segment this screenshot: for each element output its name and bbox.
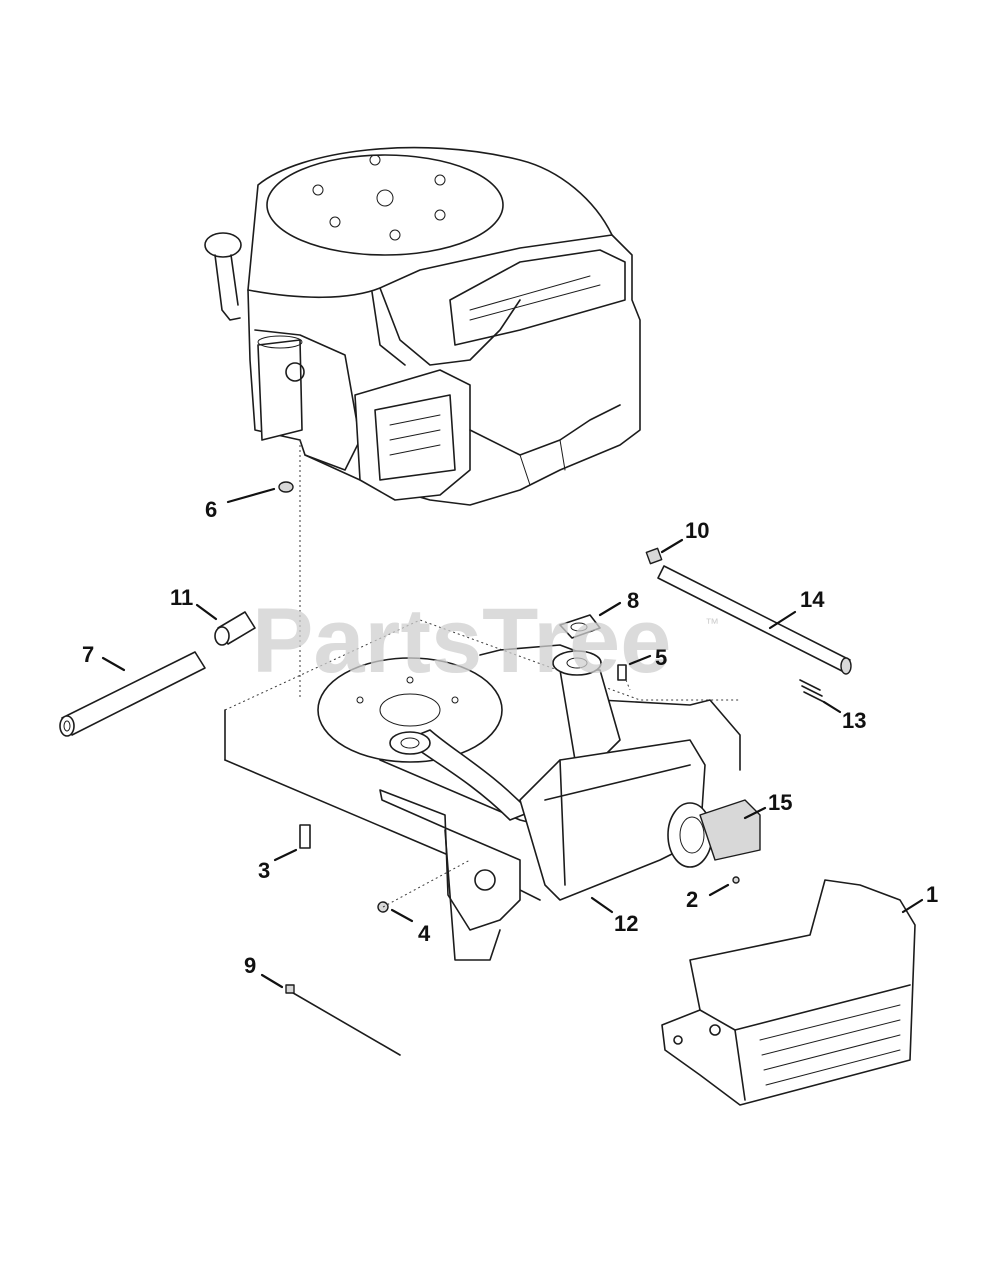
- callout-leaders: [101, 487, 924, 989]
- screw-part-2: [732, 876, 740, 884]
- cable-tie-part: [287, 989, 401, 1056]
- stud-part-13: [799, 679, 825, 703]
- engine-assembly: [204, 146, 641, 506]
- callout-8: 8: [627, 588, 639, 613]
- callout-3: 3: [258, 858, 270, 883]
- callout-4: 4: [418, 921, 431, 946]
- tractor-frame: [224, 619, 741, 961]
- callout-10: 10: [685, 518, 709, 543]
- connector-part: [214, 611, 256, 646]
- callout-14: 14: [800, 587, 825, 612]
- callout-13: 13: [842, 708, 866, 733]
- rod-part: [657, 565, 852, 675]
- callout-1: 1: [926, 882, 938, 907]
- callout-9: 9: [244, 953, 256, 978]
- watermark-trademark: ™: [705, 615, 719, 631]
- nut-part-6: [278, 481, 294, 493]
- callout-7: 7: [82, 642, 94, 667]
- gasket-part: [559, 614, 601, 639]
- callout-12: 12: [614, 911, 638, 936]
- nut-part-10: [645, 547, 663, 565]
- callout-2: 2: [686, 887, 698, 912]
- muffler-guard: [661, 879, 916, 1106]
- muffler-assembly: [389, 650, 761, 901]
- watermark-text: PartsTree: [252, 590, 671, 692]
- callout-5: 5: [655, 645, 667, 670]
- callout-6: 6: [205, 497, 217, 522]
- cable-tie-head: [285, 984, 295, 994]
- bolt-part-3: [299, 824, 311, 849]
- callout-15: 15: [768, 790, 792, 815]
- tube-part: [59, 651, 206, 737]
- callout-11: 11: [170, 585, 193, 610]
